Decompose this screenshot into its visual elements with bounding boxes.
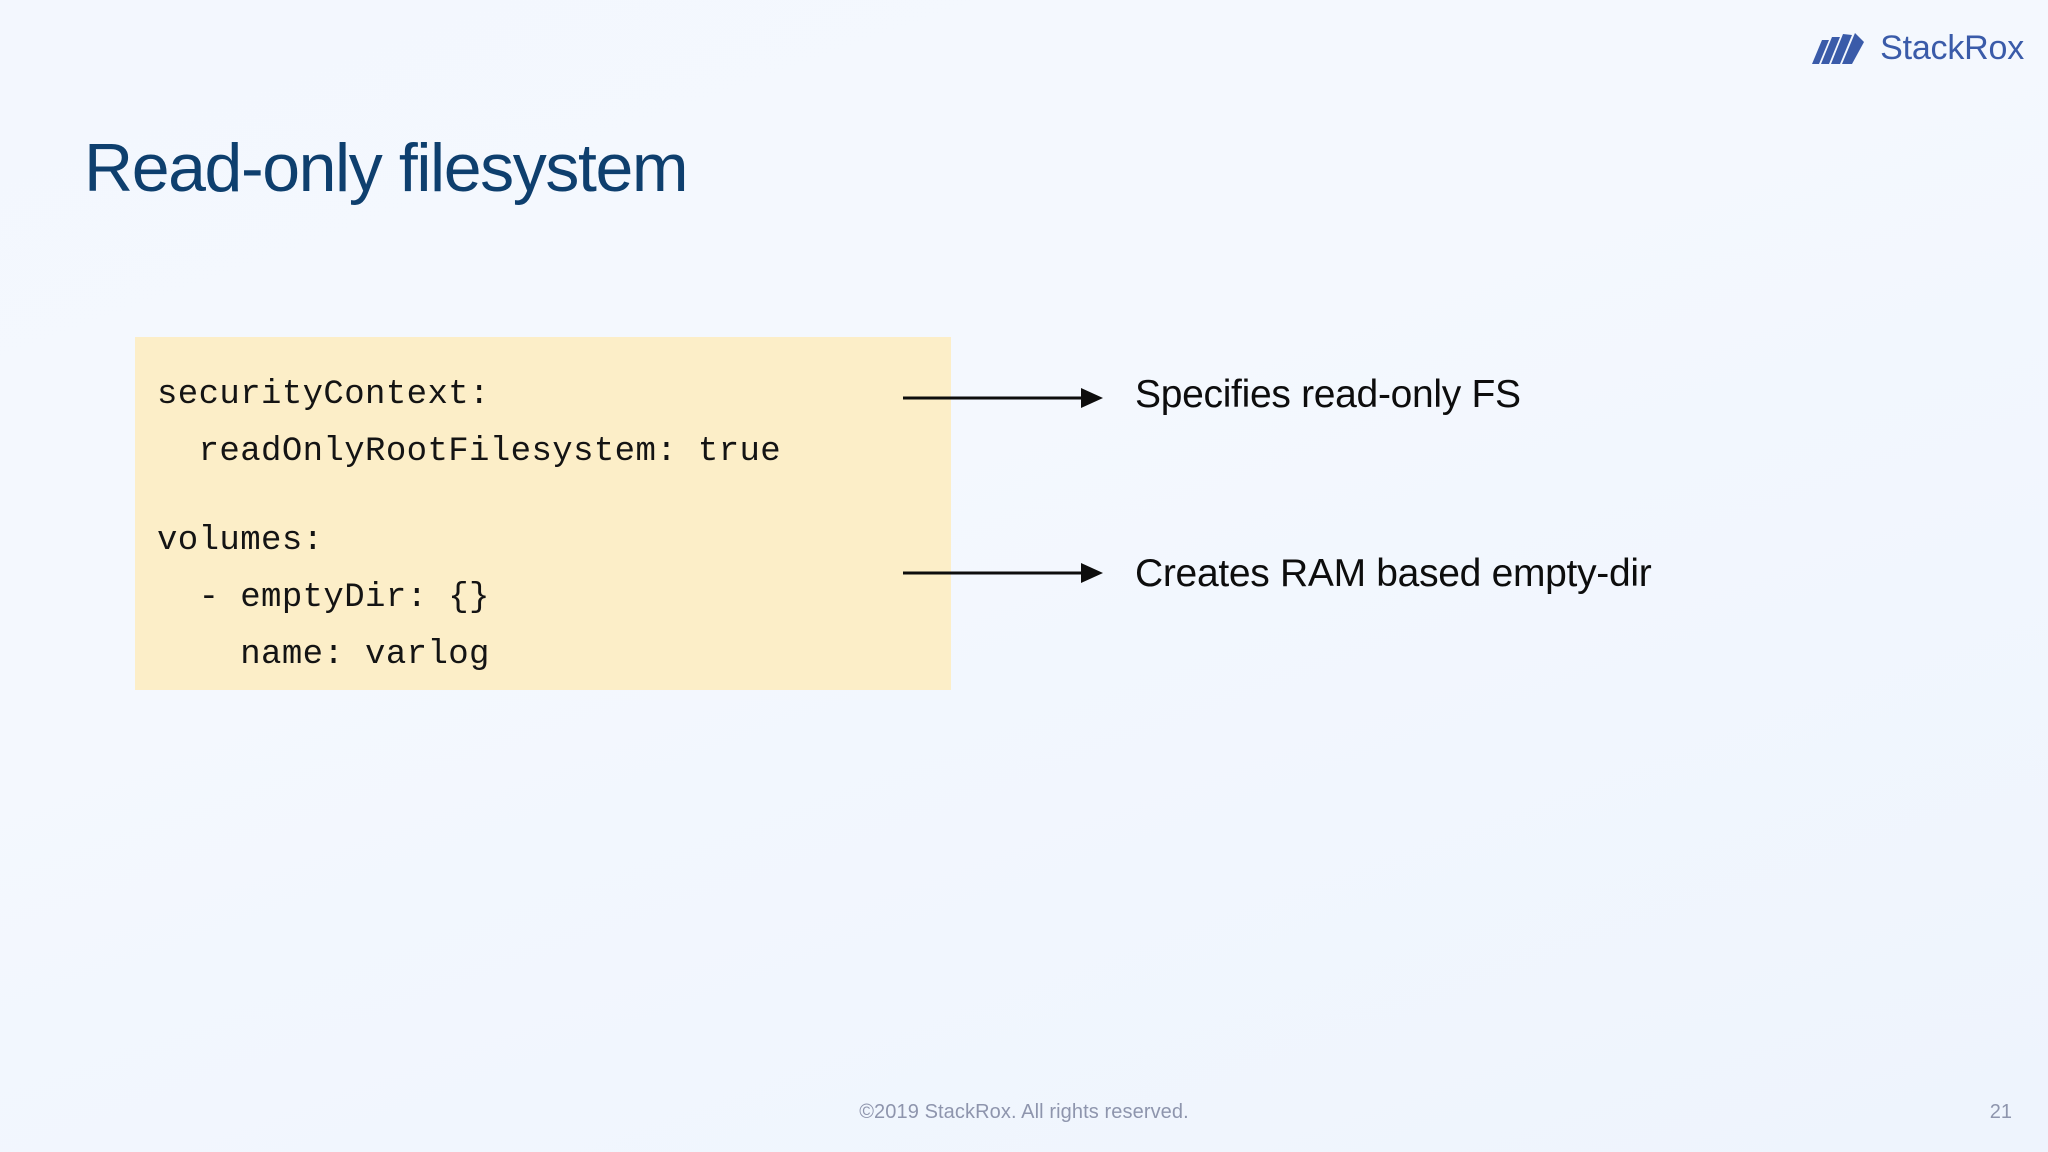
callout-label: Creates RAM based empty-dir [1135, 552, 1652, 595]
arrow-right-icon [903, 388, 1103, 408]
code-line: readOnlyRootFilesystem: true [157, 433, 782, 471]
page-number: 21 [1989, 1101, 2012, 1123]
page-title: Read-only filesystem [84, 129, 689, 206]
footer-copyright: ©2019 StackRox. All rights reserved. [859, 1101, 1189, 1123]
code-line: volumes: [157, 522, 324, 560]
code-line: - emptyDir: {} [157, 579, 490, 617]
code-line: securityContext: [157, 376, 490, 414]
stackrox-wordmark: StackRox [1880, 28, 2024, 67]
code-line-blank [157, 481, 951, 513]
arrow-right-icon [903, 563, 1103, 583]
code-line: name: varlog [157, 636, 490, 674]
yaml-code-block: securityContext: readOnlyRootFilesystem:… [135, 337, 951, 690]
callout-label: Specifies read-only FS [1135, 373, 1521, 416]
stackrox-logo: StackRox [1810, 28, 2024, 68]
stackrox-stacked-cards-icon [1812, 33, 1865, 64]
